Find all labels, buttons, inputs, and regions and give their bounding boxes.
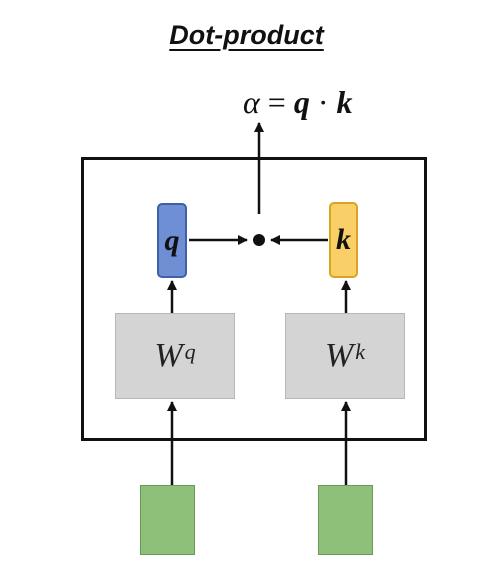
dot-product-module-box [81,157,427,441]
key-weight-base: W [324,337,354,374]
formula-alpha: α [243,84,260,120]
formula-q: q [293,84,310,120]
formula-dot: · [309,84,337,120]
dot-operator [253,234,265,246]
key-weight-superscript: k [355,339,366,364]
diagram-title: Dot-product [169,20,324,50]
query-vector: q [157,203,187,278]
query-weight-base: W [154,337,183,374]
input-vector-right [318,485,373,555]
query-weight-superscript: q [184,339,196,364]
key-vector-label: k [336,223,351,256]
query-vector-label: q [164,223,180,257]
attention-formula: α = q · k [243,84,353,121]
key-vector: k [329,202,358,278]
input-vector-left [140,485,195,555]
formula-k: k [336,84,353,120]
formula-equals: = [259,84,294,120]
